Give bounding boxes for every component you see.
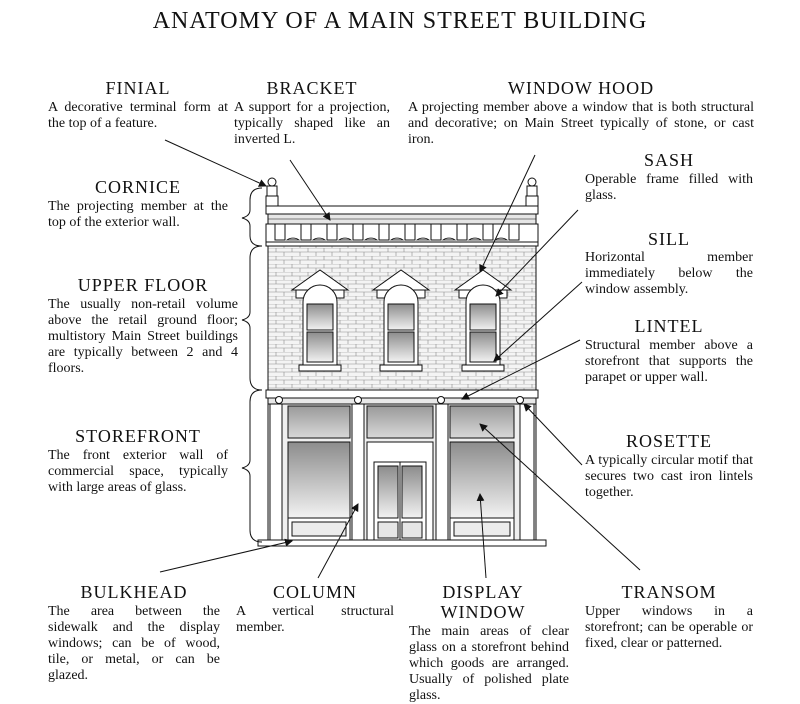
finial-arrow [164, 139, 267, 187]
sidewalk-base [257, 539, 547, 547]
storefront-term: STOREFRONT [75, 426, 201, 446]
finial-term: FINIAL [105, 78, 171, 98]
upper-window-right [453, 269, 513, 372]
sill-desc: Horizontal member immediately below the … [585, 250, 753, 297]
transom-arrow [479, 423, 641, 571]
bracket-arrow [289, 159, 331, 221]
rosette-arrow [523, 403, 583, 466]
sash-term: SASH [643, 150, 695, 170]
sash-arrow [495, 209, 579, 297]
pilasters [269, 403, 535, 541]
bracket-term: BRACKET [266, 78, 358, 98]
transom-term: TRANSOM [621, 582, 717, 602]
cornice-fans [285, 237, 509, 241]
section-braces [241, 187, 263, 543]
display-window-desc: The main areas of clear glass on a store… [409, 624, 569, 703]
rosette-desc: A typically circular motif that secures … [585, 453, 753, 500]
window-hood-arrow [479, 154, 536, 273]
cornice-desc: The projecting member at the top of the … [48, 199, 228, 230]
rosette-term: ROSETTE [626, 431, 712, 451]
upper-window-left [290, 269, 350, 372]
column-term: COLUMN [272, 582, 357, 602]
lintel-term: LINTEL [634, 316, 704, 336]
transom-windows [287, 405, 515, 439]
finial-right [525, 177, 539, 209]
bulkhead-desc: The area between the sidewalk and the di… [48, 604, 220, 683]
display-window-arrow [476, 493, 487, 579]
diagram-title: ANATOMY OF A MAIN STREET BUILDING [152, 8, 648, 34]
storefront-desc: The front exterior wall of commercial sp… [48, 448, 228, 495]
upper-floor-desc: The usually non-retail volume above the … [48, 297, 238, 376]
sash-desc: Operable frame filled with glass. [585, 172, 753, 203]
bracket-desc: A support for a projection, typically sh… [234, 100, 390, 147]
upper-window-center [371, 269, 431, 372]
lintel [265, 389, 539, 405]
cornice-term: CORNICE [94, 177, 181, 197]
sill-term: SILL [648, 229, 690, 249]
window-hood-term: WINDOW HOOD [507, 78, 655, 98]
display-window-term: DISPLAY WINDOW [440, 582, 526, 622]
cornice-brackets [274, 223, 520, 241]
bulkhead-term: BULKHEAD [80, 582, 188, 602]
window-hood-desc: A projecting member above a window that … [408, 100, 754, 147]
column-desc: A vertical structural member. [236, 604, 394, 635]
lintel-arrow [461, 339, 581, 400]
finial-left [265, 177, 279, 209]
column-arrow [317, 503, 359, 579]
entry-doors [366, 441, 434, 541]
sill-arrow [493, 281, 583, 362]
finial-desc: A decorative terminal form at the top of… [48, 100, 228, 131]
display-windows [287, 441, 515, 519]
transom-desc: Upper windows in a storefront; can be op… [585, 604, 753, 651]
lintel-desc: Structural member above a storefront tha… [585, 338, 753, 385]
leader-arrows [159, 139, 641, 579]
upper-floor-term: UPPER FLOOR [77, 275, 209, 295]
bulkhead-arrow [159, 538, 293, 573]
